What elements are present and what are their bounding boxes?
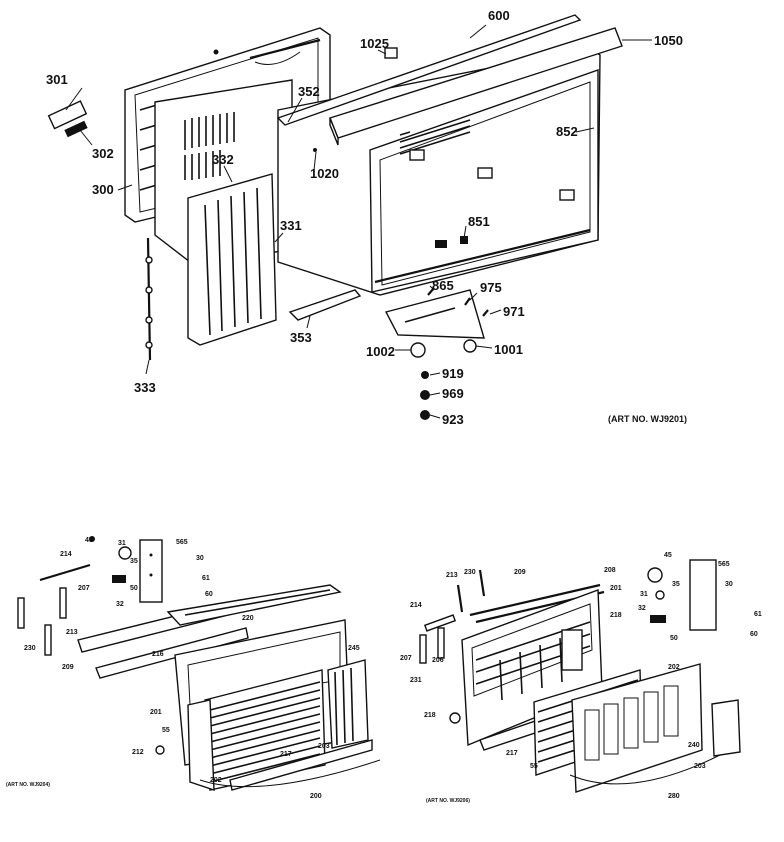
callout-852: 852 bbox=[556, 124, 578, 139]
top-exploded-view: 600 1050 1025 301 302 300 352 332 1020 8… bbox=[46, 8, 687, 427]
control-bracket bbox=[139, 539, 163, 603]
right-callout-18: 231 bbox=[410, 677, 422, 684]
left-callout-7: 207 bbox=[78, 585, 90, 592]
callout-1001: 1001 bbox=[494, 342, 523, 357]
left-callout-4: 35 bbox=[130, 558, 138, 565]
left-callout-20: 202 bbox=[210, 777, 222, 784]
right-callout-11: 201 bbox=[610, 585, 622, 592]
right-callout-15: 60 bbox=[750, 631, 758, 638]
top-rails bbox=[276, 14, 623, 146]
left-callout-13: 213 bbox=[66, 629, 78, 636]
art-number-left: (ART NO. WJ9204) bbox=[6, 782, 50, 788]
right-callout-5: 565 bbox=[718, 561, 730, 568]
left-callout-14: 209 bbox=[62, 664, 74, 671]
front-louver-panel bbox=[571, 663, 703, 793]
left-callout-6: 214 bbox=[60, 551, 72, 558]
left-callout-5: 61 bbox=[202, 575, 210, 582]
front-filter-panel bbox=[187, 173, 277, 346]
callout-851: 851 bbox=[468, 214, 490, 229]
right-callout-6: 35 bbox=[672, 581, 680, 588]
callout-301: 301 bbox=[46, 72, 68, 87]
callout-1050: 1050 bbox=[654, 33, 683, 48]
top-callout-labels: 600 1050 1025 301 302 300 352 332 1020 8… bbox=[46, 8, 687, 427]
right-callout-1: 230 bbox=[464, 569, 476, 576]
callout-352: 352 bbox=[298, 84, 320, 99]
right-callout-0: 213 bbox=[446, 572, 458, 579]
left-callout-21: 217 bbox=[280, 751, 292, 758]
left-callout-9: 50 bbox=[130, 585, 138, 592]
right-callout-7: 30 bbox=[725, 581, 733, 588]
top-leader-lines bbox=[65, 24, 652, 419]
art-number-top: (ART NO. WJ9201) bbox=[608, 414, 687, 424]
callout-923: 923 bbox=[442, 412, 464, 427]
callout-1002: 1002 bbox=[366, 344, 395, 359]
callout-919: 919 bbox=[442, 366, 464, 381]
callout-865: 865 bbox=[432, 278, 454, 293]
right-callout-16: 207 bbox=[400, 655, 412, 662]
right-callout-3: 208 bbox=[604, 567, 616, 574]
right-callout-12: 218 bbox=[610, 612, 622, 619]
callout-975: 975 bbox=[480, 280, 502, 295]
right-callout-2: 209 bbox=[514, 569, 526, 576]
callout-1020: 1020 bbox=[310, 166, 339, 181]
right-callout-23: 240 bbox=[688, 742, 700, 749]
right-callout-20: 218 bbox=[424, 712, 436, 719]
right-callout-17: 206 bbox=[432, 657, 444, 664]
left-callout-16: 201 bbox=[150, 709, 162, 716]
right-callout-25: 280 bbox=[668, 793, 680, 800]
callout-971: 971 bbox=[503, 304, 525, 319]
left-callout-10: 60 bbox=[205, 591, 213, 598]
callout-969: 969 bbox=[442, 386, 464, 401]
left-callout-2: 565 bbox=[176, 539, 188, 546]
right-callout-9: 31 bbox=[640, 591, 648, 598]
left-callout-23: 200 bbox=[310, 793, 322, 800]
left-callout-11: 230 bbox=[24, 645, 36, 652]
right-callout-21: 217 bbox=[506, 750, 518, 757]
right-callout-14: 50 bbox=[670, 635, 678, 642]
left-callout-1: 31 bbox=[118, 540, 126, 547]
left-callout-17: 245 bbox=[348, 645, 360, 652]
right-callout-24: 203 bbox=[694, 763, 706, 770]
right-callout-19: 202 bbox=[668, 664, 680, 671]
access-door bbox=[711, 699, 741, 757]
callout-300: 300 bbox=[92, 182, 114, 197]
callout-302: 302 bbox=[92, 146, 114, 161]
left-callout-15: 216 bbox=[152, 651, 164, 658]
right-callout-22: 55 bbox=[530, 763, 538, 770]
bottom-right-exploded-view: 213 230 209 208 45 565 35 30 61 31 214 2… bbox=[400, 552, 762, 804]
callout-353: 353 bbox=[290, 330, 312, 345]
top-rail bbox=[469, 583, 601, 617]
callout-1025: 1025 bbox=[360, 36, 389, 51]
left-callout-8: 32 bbox=[116, 601, 124, 608]
callout-600: 600 bbox=[488, 8, 510, 23]
bottom-left-exploded-view: 45 31 565 30 35 61 214 207 32 50 60 230 … bbox=[6, 536, 381, 800]
callout-332: 332 bbox=[212, 152, 234, 167]
left-callout-12: 220 bbox=[242, 615, 254, 622]
left-callout-22: 203 bbox=[318, 743, 330, 750]
right-callout-4: 45 bbox=[664, 552, 672, 559]
right-callout-13: 32 bbox=[638, 605, 646, 612]
left-callout-19: 212 bbox=[132, 749, 144, 756]
art-number-right: (ART NO. WJ9206) bbox=[426, 798, 470, 804]
left-callout-18: 55 bbox=[162, 727, 170, 734]
control-bracket bbox=[689, 559, 717, 631]
left-callout-3: 30 bbox=[196, 555, 204, 562]
right-callout-10: 214 bbox=[410, 602, 422, 609]
callout-333: 333 bbox=[134, 380, 156, 395]
left-callout-0: 45 bbox=[85, 537, 93, 544]
callout-331: 331 bbox=[280, 218, 302, 233]
right-callout-8: 61 bbox=[754, 611, 762, 618]
